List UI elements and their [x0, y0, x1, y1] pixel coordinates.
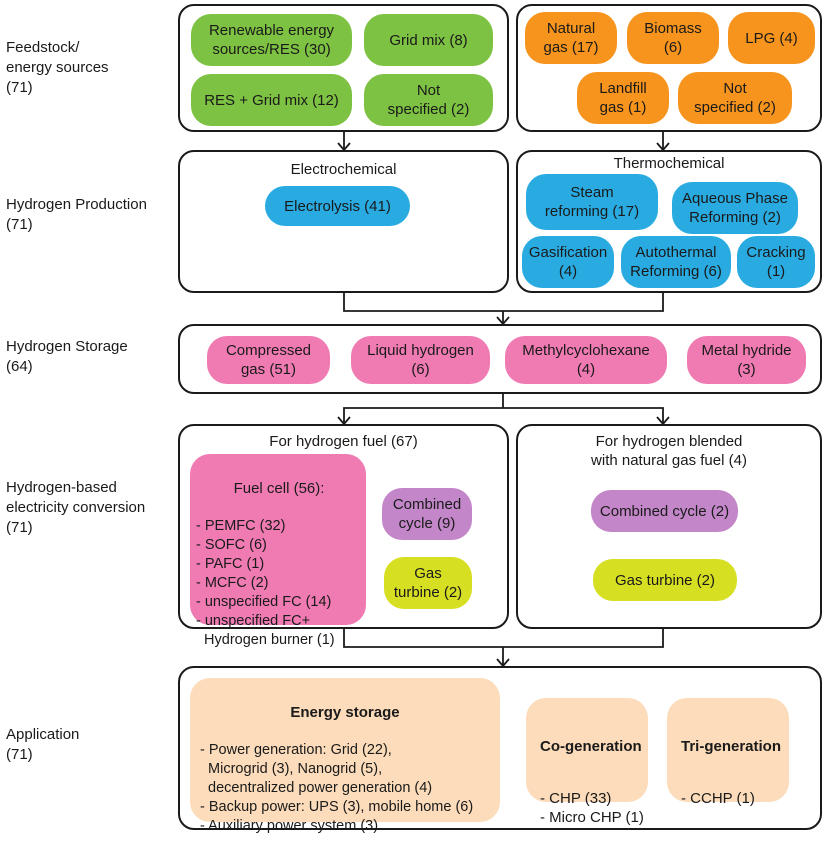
cracking-node: Cracking (1): [737, 236, 815, 288]
cogeneration-list: - CHP (33) - Micro CHP (1): [540, 790, 644, 826]
thermochemical-frame: Thermochemical Steam reforming (17) Aque…: [516, 150, 822, 293]
hydrogen-fuel-title: For hydrogen fuel (67): [269, 433, 418, 450]
grid-mix-node: Grid mix (8): [364, 14, 493, 66]
natural-gas-node: Natural gas (17): [525, 12, 617, 64]
aqueous-phase-reforming-node: Aqueous Phase Reforming (2): [672, 182, 798, 234]
metal-hydride-node: Metal hydride (3): [687, 336, 806, 384]
stage-label-storage: Hydrogen Storage (64): [6, 338, 128, 375]
res-node: Renewable energy sources/RES (30): [191, 14, 352, 66]
combined-cycle-node: Combined cycle (9): [382, 488, 472, 540]
electrochemical-frame: Electrochemical Electrolysis (41): [178, 150, 509, 293]
feedstock-electric-frame: Renewable energy sources/RES (30) Grid m…: [178, 4, 509, 132]
electrolysis-node: Electrolysis (41): [265, 186, 410, 226]
stage-label-conversion: Hydrogen-based electricity conversion (7…: [6, 479, 146, 536]
stage-label-feedstock: Feedstock/ energy sources (71): [6, 39, 109, 96]
blended-gas-turbine-node: Gas turbine (2): [593, 559, 737, 601]
autothermal-reforming-node: Autothermal Reforming (6): [621, 236, 731, 288]
connector-arrows: [337, 132, 670, 668]
methylcyclohexane-node: Methylcyclohexane (4): [505, 336, 667, 384]
steam-reforming-node: Steam reforming (17): [526, 174, 658, 230]
trigeneration-node: Tri-generation - CCHP (1): [667, 698, 789, 807]
hydrogen-fuel-frame: For hydrogen fuel (67) Fuel cell (56): -…: [178, 424, 509, 648]
feedstock-chemical-frame: Natural gas (17) Biomass (6) LPG (4) Lan…: [516, 4, 822, 132]
blended-combined-cycle-node: Combined cycle (2): [591, 490, 738, 532]
blended-fuel-title: For hydrogen blended with natural gas fu…: [591, 433, 747, 469]
res-grid-mix-node: RES + Grid mix (12): [191, 74, 352, 126]
blended-fuel-frame: For hydrogen blended with natural gas fu…: [516, 424, 822, 629]
fuel-cell-list: - PEMFC (32) - SOFC (6) - PAFC (1) - MCF…: [196, 518, 335, 648]
gasification-node: Gasification (4): [522, 236, 614, 288]
trigeneration-title: Tri-generation: [681, 738, 782, 755]
stage-label-production: Hydrogen Production (71): [6, 196, 147, 233]
storage-frame: Compressed gas (51) Liquid hydrogen (6) …: [178, 324, 822, 394]
biomass-node: Biomass (6): [627, 12, 719, 64]
fuel-cell-header: Fuel cell (56):: [233, 480, 325, 497]
fuel-cell-node: Fuel cell (56): - PEMFC (32) - SOFC (6) …: [190, 454, 366, 648]
lpg-node: LPG (4): [728, 12, 815, 64]
trigeneration-list: - CCHP (1): [681, 790, 755, 807]
thermochemical-title: Thermochemical: [613, 155, 725, 172]
gas-turbine-node: Gas turbine (2): [384, 557, 472, 609]
cogeneration-node: Co-generation - CHP (33) - Micro CHP (1): [526, 698, 648, 826]
liquid-hydrogen-node: Liquid hydrogen (6): [351, 336, 490, 384]
not-specified-electric-node: Not specified (2): [364, 74, 493, 126]
application-frame: Energy storage - Power generation: Grid …: [178, 666, 822, 834]
stage-label-application: Application (71): [6, 726, 80, 763]
cogeneration-title: Co-generation: [540, 738, 642, 755]
compressed-gas-node: Compressed gas (51): [207, 336, 330, 384]
energy-storage-node: Energy storage - Power generation: Grid …: [190, 678, 500, 834]
not-specified-chemical-node: Not specified (2): [678, 72, 792, 124]
energy-storage-list: - Power generation: Grid (22), Microgrid…: [200, 742, 474, 834]
energy-storage-title: Energy storage: [290, 704, 400, 721]
landfill-gas-node: Landfill gas (1): [577, 72, 669, 124]
electrochemical-title: Electrochemical: [290, 161, 397, 178]
